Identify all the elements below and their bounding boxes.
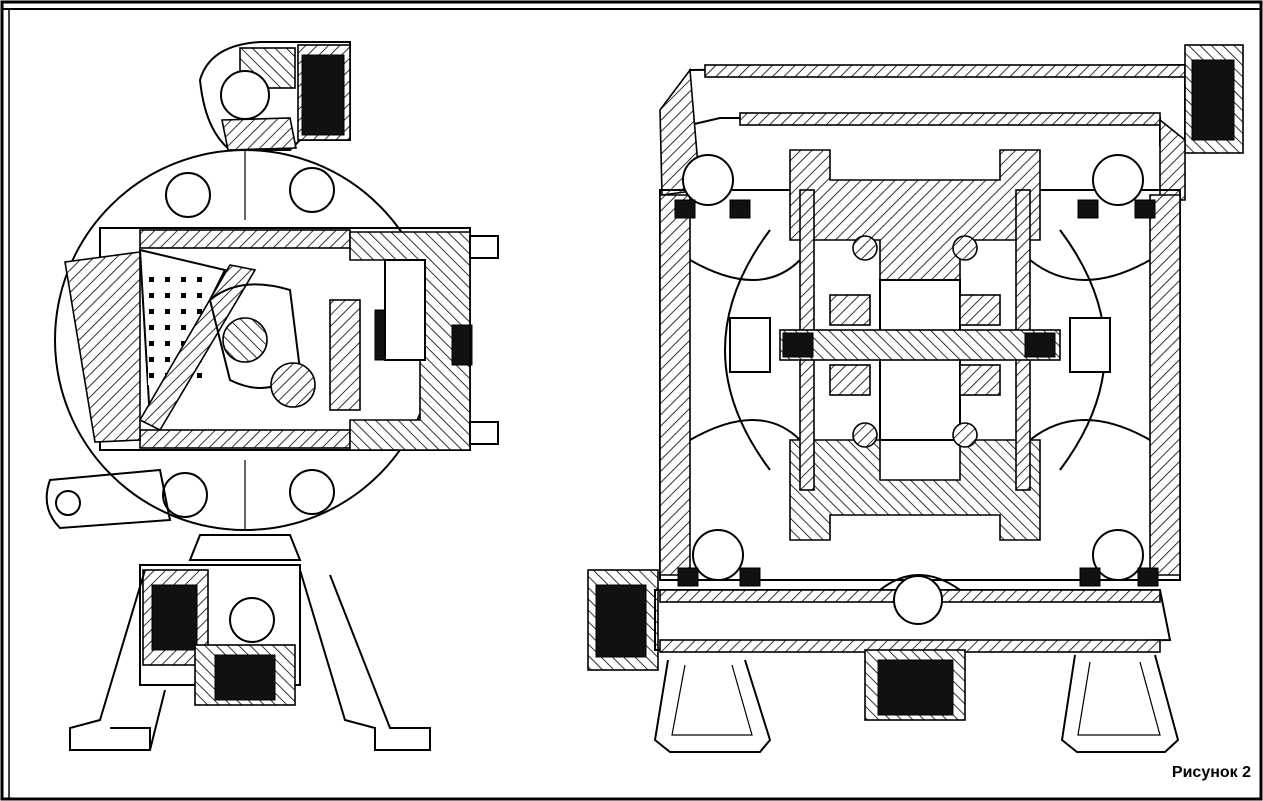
air-valve-block [64,227,499,451]
pump-front-view [587,44,1244,753]
top-manifold [659,44,1244,201]
center-section-top [789,149,1041,281]
center-section-bottom [789,439,1041,541]
pump-side-view [45,41,499,751]
diaphragm-shaft [779,329,1061,361]
pump-feet [653,654,1180,753]
top-outlet-fitting [198,41,351,151]
figure-caption: Рисунок 2 [1171,764,1251,781]
left-diaphragm [724,229,771,471]
bottom-inlet-fitting [69,534,431,751]
check-ball-bottom-left [692,529,744,581]
check-ball-bottom-right [1092,529,1144,581]
check-ball-top-left [682,154,734,206]
ground-lug [45,468,172,530]
check-ball-top-right [1092,154,1144,206]
bottom-manifold [587,569,1172,721]
